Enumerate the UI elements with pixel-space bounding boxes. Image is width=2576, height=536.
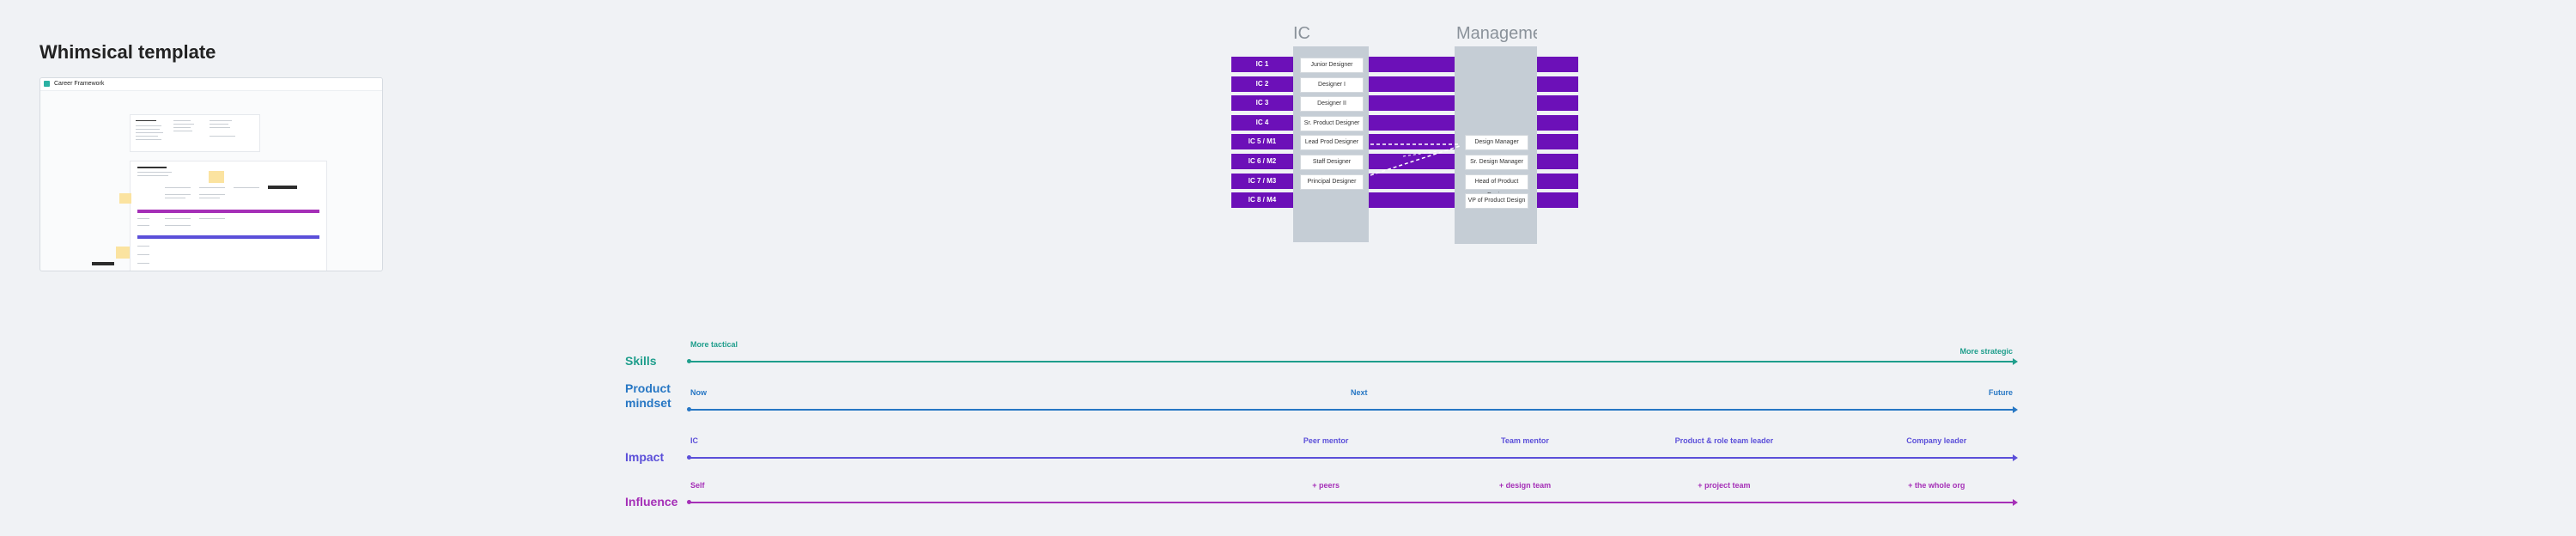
level-label: IC 8 / M4 xyxy=(1248,196,1277,204)
thumbnail-header: Career Framework xyxy=(40,78,382,91)
timeline-stop-label: Team mentor xyxy=(1501,436,1549,445)
timeline-stop-label: + the whole org xyxy=(1908,481,1965,490)
thumbnail-title: Career Framework xyxy=(54,81,105,87)
timeline-stop-label: + design team xyxy=(1498,481,1552,490)
level-label: IC 5 / M1 xyxy=(1248,137,1277,146)
ic-role-card[interactable]: Designer II xyxy=(1300,96,1364,113)
timeline-stop-label: + project team xyxy=(1698,481,1751,490)
ic-role-card[interactable]: Lead Prod Designer xyxy=(1300,135,1364,151)
thumbnail-sticky-note xyxy=(116,247,130,259)
thumbnail-sticky-note xyxy=(209,171,224,183)
timeline-stop-label: Now xyxy=(690,388,707,397)
template-thumbnail[interactable]: Career Framework xyxy=(39,77,383,271)
timeline-label: Skills xyxy=(625,354,657,368)
timeline-stop-label: Peer mentor xyxy=(1303,436,1349,445)
thumbnail-mini-board xyxy=(130,114,260,152)
timeline-label: Product mindset xyxy=(625,381,671,410)
thumbnail-main-board xyxy=(130,161,327,271)
level-label: IC 2 xyxy=(1255,79,1269,88)
timeline-label: Influence xyxy=(625,495,678,509)
ic-role-card[interactable]: Sr. Product Designer xyxy=(1300,115,1364,131)
timeline-arrow xyxy=(687,358,2018,365)
timeline-arrow xyxy=(687,454,2018,461)
ic-role-card[interactable]: Designer I xyxy=(1300,76,1364,93)
ic-role-card[interactable]: Staff Designer xyxy=(1300,155,1364,170)
timeline-stop-label: More strategic xyxy=(1959,347,2013,356)
level-label: IC 4 xyxy=(1255,118,1269,126)
management-role-card[interactable]: Head of Product Design xyxy=(1465,174,1528,198)
management-role-card[interactable]: VP of Product Design xyxy=(1465,193,1528,210)
timeline-stop-label: Product & role team leader xyxy=(1674,436,1774,445)
management-role-card[interactable]: Sr. Design Manager xyxy=(1465,155,1528,170)
timeline-stop-label: + peers xyxy=(1312,481,1340,490)
timeline-stop-label: More tactical xyxy=(690,340,738,349)
timeline-stop-label: Future xyxy=(1989,388,2013,397)
page-title: Whimsical template xyxy=(39,41,216,63)
timeline-label: Impact xyxy=(625,450,665,464)
management-role-card[interactable]: Design Manager xyxy=(1465,135,1528,151)
management-column-header: Manageme xyxy=(1456,24,1537,43)
timeline-stop-label: Company leader xyxy=(1906,436,1967,445)
level-label: IC 1 xyxy=(1255,60,1269,68)
transition-arrows xyxy=(1370,143,1461,176)
timeline-stop-label: IC xyxy=(690,436,698,445)
ic-role-card[interactable]: Principal Designer xyxy=(1300,174,1364,190)
level-label: IC 6 / M2 xyxy=(1248,157,1277,165)
timeline-stop-label: Self xyxy=(690,481,705,490)
timeline-arrow xyxy=(687,406,2018,413)
level-label: IC 3 xyxy=(1255,99,1269,107)
thumbnail-sticky-note xyxy=(119,193,131,204)
timeline-arrow xyxy=(687,499,2018,506)
level-label: IC 7 / M3 xyxy=(1248,176,1277,185)
whimsical-logo-icon xyxy=(44,81,50,87)
timeline-stop-label: Next xyxy=(1350,388,1368,397)
thumbnail-avatar-chip xyxy=(92,262,114,265)
ic-column-header: IC xyxy=(1293,24,1310,43)
ic-role-card[interactable]: Junior Designer xyxy=(1300,58,1364,73)
